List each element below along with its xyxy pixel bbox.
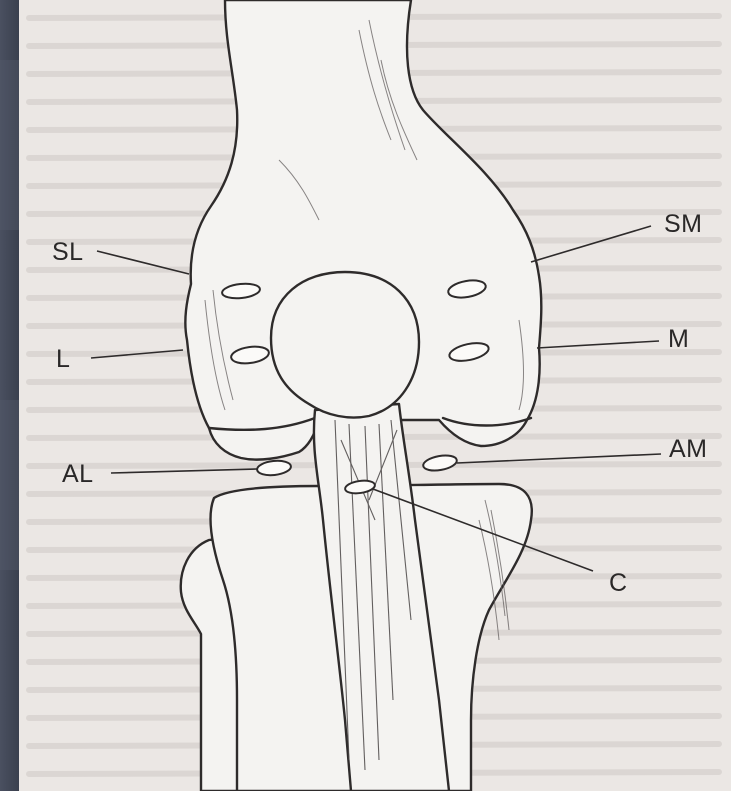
label-SM: SM [664, 212, 703, 237]
label-AM: AM [669, 437, 708, 462]
leader-line-SM [531, 226, 651, 262]
knee-joint-illustration [19, 0, 731, 791]
scanned-page: SL L AL SM M AM C [19, 0, 731, 791]
leader-line-AL [111, 469, 257, 473]
leader-line-L [91, 350, 183, 358]
label-C: C [609, 571, 628, 596]
portal-AM [422, 453, 458, 473]
leader-line-M [537, 341, 659, 348]
label-M: M [668, 327, 689, 352]
label-SL: SL [52, 240, 84, 265]
label-AL: AL [62, 462, 94, 487]
leader-line-AM [457, 454, 661, 463]
label-L: L [56, 347, 70, 372]
portal-AL [256, 459, 291, 476]
leader-line-SL [97, 251, 189, 274]
